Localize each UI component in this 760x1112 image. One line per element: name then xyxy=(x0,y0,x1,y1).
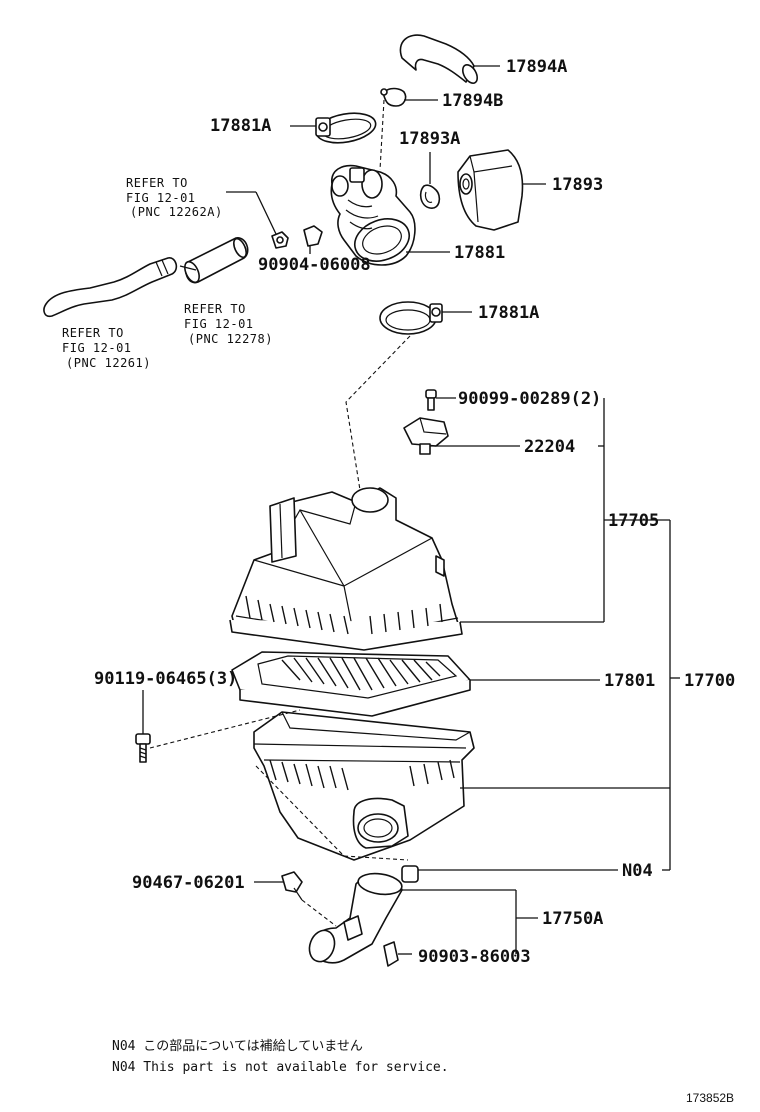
air-cleaner-cap-17705-drawing xyxy=(229,487,463,651)
resonator-17893-drawing xyxy=(457,149,524,231)
refer-note-12261: REFER TO FIG 12-01 (PNC 12261) xyxy=(62,326,151,370)
refer-note-line: (PNC 12262A) xyxy=(130,205,223,219)
long-hose-drawing xyxy=(43,257,178,318)
label-17893: 17893 xyxy=(552,175,603,195)
vent-hose-drawing xyxy=(184,237,249,284)
label-17881: 17881 xyxy=(454,243,505,263)
clip-17893A-drawing xyxy=(419,184,441,209)
refer-note-line: FIG 12-01 xyxy=(62,341,132,355)
intake-duct-17750A-drawing xyxy=(308,872,403,964)
refer-note-12278: REFER TO FIG 12-01 (PNC 12278) xyxy=(184,302,273,346)
label-17750A: 17750A xyxy=(542,909,603,929)
clamp-17881A-top-drawing xyxy=(315,112,377,144)
figure-code: 173852B xyxy=(686,1091,734,1105)
label-17894A: 17894A xyxy=(506,57,567,77)
label-17881A-top: 17881A xyxy=(210,116,271,136)
footnote-english: N04 This part is not available for servi… xyxy=(112,1060,449,1075)
label-17881A-bottom: 17881A xyxy=(478,303,539,323)
bolt-90119-drawing xyxy=(135,733,151,763)
footnote-japanese: N04 この部品については補給していません xyxy=(112,1039,363,1054)
clip-17894B-drawing xyxy=(380,87,407,107)
air-cleaner-case-drawing xyxy=(253,711,475,861)
clip-90467-drawing xyxy=(281,871,303,901)
label-90903-86003: 90903-86003 xyxy=(418,947,531,967)
clamp-17881A-bottom-drawing xyxy=(379,301,443,335)
refer-note-12262A: REFER TO FIG 12-01 (PNC 12262A) xyxy=(126,176,223,219)
clip-90903-drawing xyxy=(383,941,399,967)
label-22204: 22204 xyxy=(524,437,575,457)
label-90099-00289: 90099-00289(2) xyxy=(458,389,601,409)
dashed-guides xyxy=(149,99,411,927)
fitting-N04-drawing xyxy=(401,865,419,883)
label-90904-06008: 90904-06008 xyxy=(258,255,371,275)
filter-element-17801-drawing xyxy=(231,651,471,717)
label-17705: 17705 xyxy=(608,511,659,531)
label-17894B: 17894B xyxy=(442,91,503,111)
screw-90099-drawing xyxy=(425,389,437,411)
label-N04: N04 xyxy=(622,861,653,881)
hose-17894A-drawing xyxy=(399,34,479,84)
label-17700: 17700 xyxy=(684,671,735,691)
refer-note-line: REFER TO xyxy=(184,302,246,316)
leader-lines xyxy=(142,65,680,955)
refer-note-line: (PNC 12278) xyxy=(188,332,273,346)
connector-90904-drawing xyxy=(271,225,323,249)
refer-note-line: FIG 12-01 xyxy=(184,317,254,331)
refer-note-line: FIG 12-01 xyxy=(126,191,196,205)
refer-note-line: REFER TO xyxy=(62,326,124,340)
label-90467-06201: 90467-06201 xyxy=(132,873,245,893)
label-90119-06465: 90119-06465(3) xyxy=(94,669,237,689)
intake-hose-17881-drawing xyxy=(330,164,416,266)
airflow-meter-22204-drawing xyxy=(403,417,449,455)
label-17893A: 17893A xyxy=(399,129,460,149)
refer-note-line: REFER TO xyxy=(126,176,188,190)
label-17801: 17801 xyxy=(604,671,655,691)
refer-note-line: (PNC 12261) xyxy=(66,356,151,370)
